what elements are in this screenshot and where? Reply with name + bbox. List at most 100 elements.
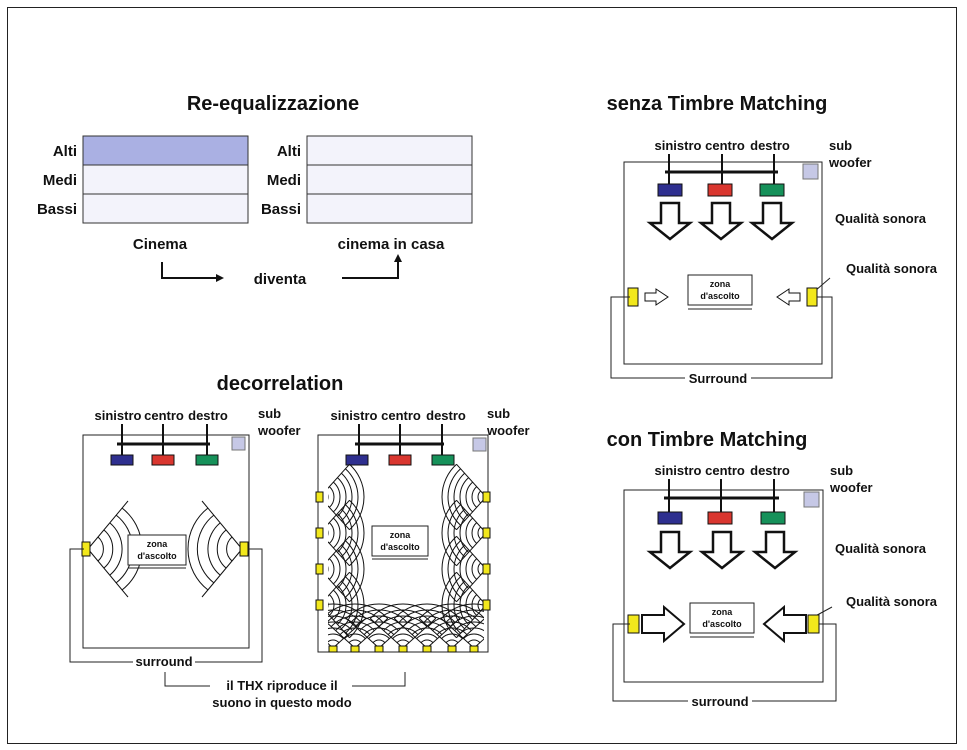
wave-arc (359, 621, 399, 631)
front-sound-arrows (646, 530, 799, 570)
down-arrow (646, 530, 694, 570)
surround-arrow-right (776, 288, 801, 306)
wave-arc (441, 535, 457, 603)
wave-edge (418, 618, 453, 649)
wave-arc (420, 639, 434, 644)
without-tm-title: senza Timbre Matching (607, 93, 828, 115)
speaker-right (760, 511, 786, 525)
wave-arc (477, 562, 482, 576)
wave-arc (441, 633, 463, 639)
surround-wire (612, 623, 837, 702)
front-sound-arrows (646, 201, 796, 241)
wave-arc (459, 477, 469, 517)
thx-surround-speaker-rear (350, 645, 360, 653)
wave-edge (328, 571, 350, 597)
wave-arc (372, 639, 386, 644)
thx-surround-speaker-right (482, 527, 491, 539)
thx-surround-speaker-left (315, 527, 324, 539)
wave-edge (328, 642, 334, 649)
home-bassi-band (306, 193, 473, 224)
label-destro: destro (750, 463, 790, 478)
down-arrow (751, 530, 799, 570)
thx-surround-speaker-rear (374, 645, 384, 653)
decorrelation-panel: decorrelation sinistro centro destro sub… (69, 373, 530, 710)
label-destro: destro (750, 138, 790, 153)
wave-edge (328, 535, 350, 561)
subwoofer (803, 491, 820, 508)
wave-arc (368, 633, 390, 639)
speaker-right (195, 454, 219, 466)
wave-arc (471, 594, 477, 616)
wave-arc (458, 627, 484, 635)
wave-arc (341, 580, 353, 630)
label-woofer: woofer (828, 155, 872, 170)
label-woofer: woofer (829, 480, 873, 495)
wave-edge (328, 499, 350, 525)
surround-arrow-right-large (762, 604, 807, 644)
wave-arc (328, 494, 329, 500)
surround-speaker-right (806, 287, 818, 307)
thx-surround-speakers (315, 491, 491, 653)
thx-surround-speaker-right (482, 563, 491, 575)
wave-arc (396, 639, 410, 644)
thx-caption-bracket (164, 672, 406, 687)
wave-arc (465, 481, 473, 513)
wave-arc (447, 504, 461, 562)
surround-label: surround (135, 654, 192, 669)
label-sub: sub (258, 406, 281, 421)
wave-edge (332, 618, 367, 649)
quality-surround-label: Qualità sonora (846, 261, 938, 276)
wave-arc (337, 549, 347, 589)
label-sinistro: sinistro (331, 408, 378, 423)
thx-surround-speaker-rear (422, 645, 432, 653)
wave-arc (454, 621, 484, 631)
decorrelation-room-standard: sinistro centro destro sub woofer (69, 406, 301, 669)
wave-arc (477, 598, 482, 612)
wave-arc (387, 627, 419, 635)
wave-arc (471, 486, 477, 508)
wave-arc (392, 633, 414, 639)
cinema-bassi-label: Bassi (37, 201, 77, 218)
home-medi-label: Medi (267, 172, 301, 189)
wave-arc (416, 633, 438, 639)
zone-label-line1: zona (147, 539, 168, 549)
wave-arc (328, 530, 329, 536)
label-centro: centro (381, 408, 421, 423)
wave-arc (471, 558, 477, 580)
wave-arc (440, 603, 484, 619)
wave-arc (349, 535, 365, 603)
wave-arc (345, 540, 359, 598)
re-equalization-title: Re-equalizzazione (187, 93, 359, 115)
wave-arc (329, 522, 335, 544)
wave-arc (337, 477, 347, 517)
wave-edge (328, 613, 350, 639)
wave-edge (456, 463, 484, 496)
wave-edge (426, 618, 461, 649)
down-arrow (697, 201, 745, 241)
wave-arc (445, 609, 484, 623)
wave-arc (453, 472, 465, 522)
wave-arc (465, 553, 473, 585)
wave-arc (441, 499, 457, 567)
wave-arc (465, 517, 473, 549)
label-sinistro: sinistro (655, 463, 702, 478)
surround-label: surround (691, 694, 748, 709)
surround-label: Surround (689, 371, 748, 386)
surround-wire (69, 548, 263, 663)
wave-arc (328, 602, 329, 608)
wave-arc (477, 490, 482, 504)
home-alti-label: Alti (277, 143, 301, 160)
wave-arc (467, 639, 481, 644)
label-destro: destro (188, 408, 228, 423)
subwoofer (472, 437, 487, 452)
cinema-bassi-band (82, 193, 249, 224)
wave-arc (329, 594, 335, 616)
wave-arc (339, 627, 371, 635)
wave-arc (329, 558, 335, 580)
becomes-label: diventa (254, 271, 307, 288)
wave-arc (337, 513, 347, 553)
wave-arc (345, 468, 359, 526)
wave-edge (402, 618, 437, 649)
wave-arc (349, 499, 365, 567)
wave-arc (328, 566, 329, 572)
